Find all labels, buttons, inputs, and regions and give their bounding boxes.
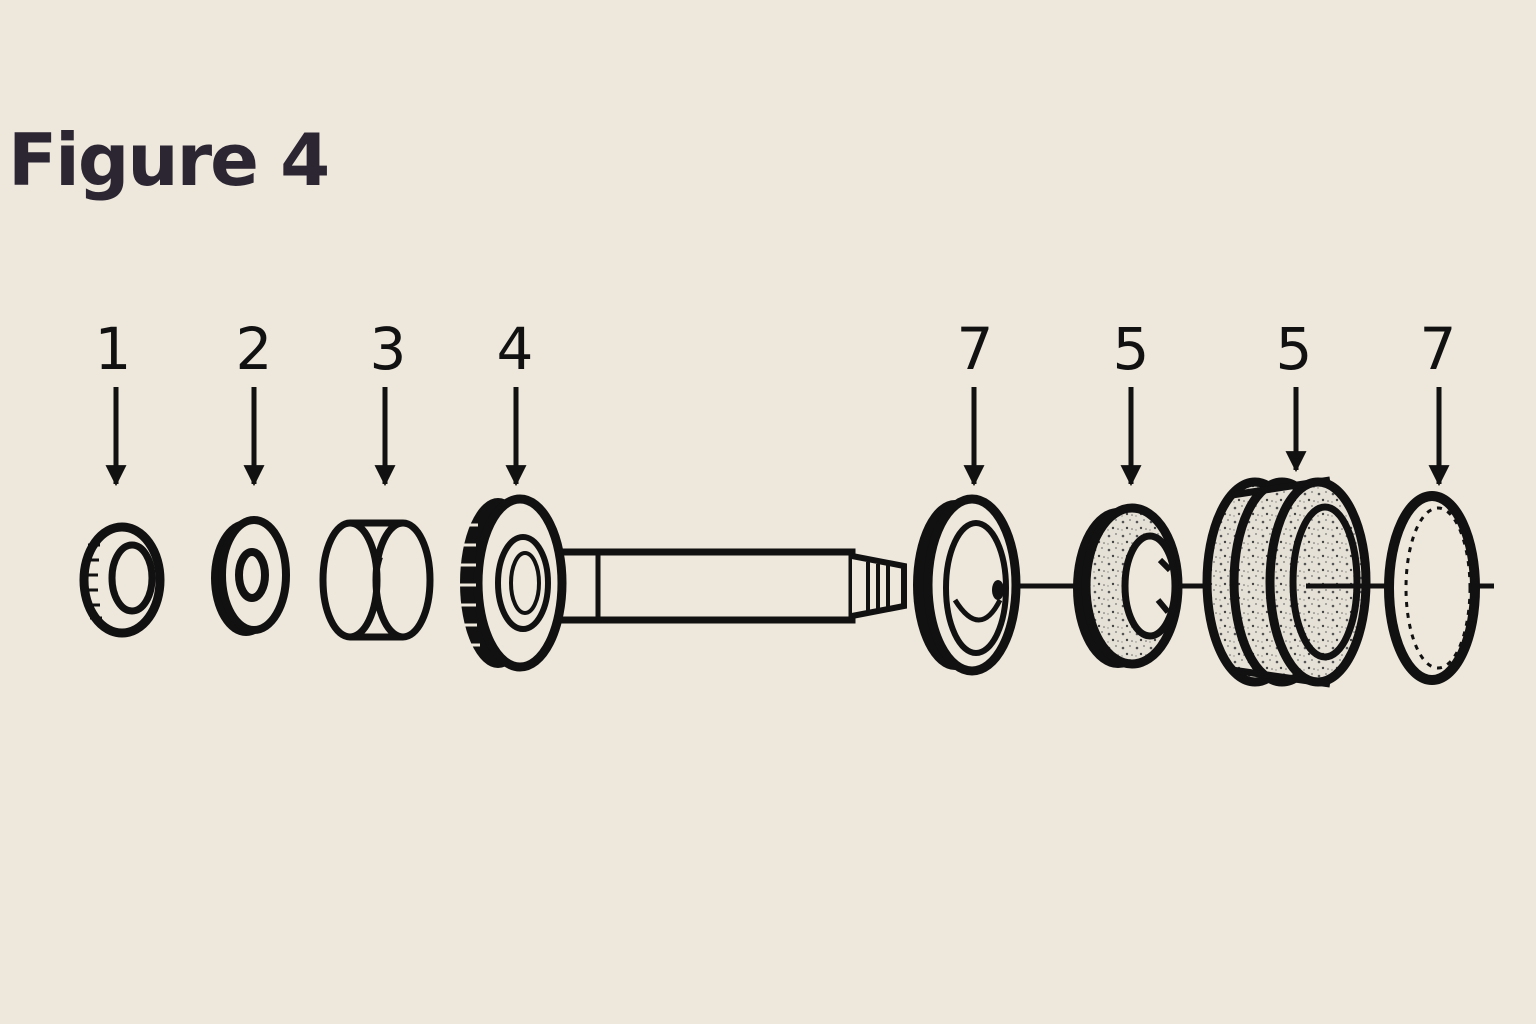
callout-number: 2 [236,315,273,383]
callout-number: 5 [1276,315,1313,383]
part-2-washer [211,516,290,636]
part-3-spacer-ring [319,519,434,641]
callout-5b: 5 [1276,315,1313,473]
callout-number: 3 [370,315,407,383]
callout-number: 7 [957,315,994,383]
callout-3: 3 [370,315,407,487]
callout-2: 2 [236,315,273,487]
callout-5a: 5 [1113,315,1150,487]
callout-4: 4 [497,315,534,487]
callout-number: 1 [95,315,132,383]
part-7-cup-bearing [913,494,1021,676]
part-7-thin-ring [1384,491,1480,685]
callout-7a: 7 [957,315,994,487]
callout-1: 1 [95,315,132,487]
part-1-knurled-nut [79,522,165,638]
part-5-friction-disc [1073,503,1183,669]
callout-7b: 7 [1420,315,1457,487]
figure-title: Figure 4 [8,118,330,202]
callout-number: 7 [1420,315,1457,383]
part-4-gear-shaft [460,494,907,672]
part-5-grooved-drum [1202,476,1371,688]
callout-number: 4 [497,315,534,383]
callout-number: 5 [1113,315,1150,383]
